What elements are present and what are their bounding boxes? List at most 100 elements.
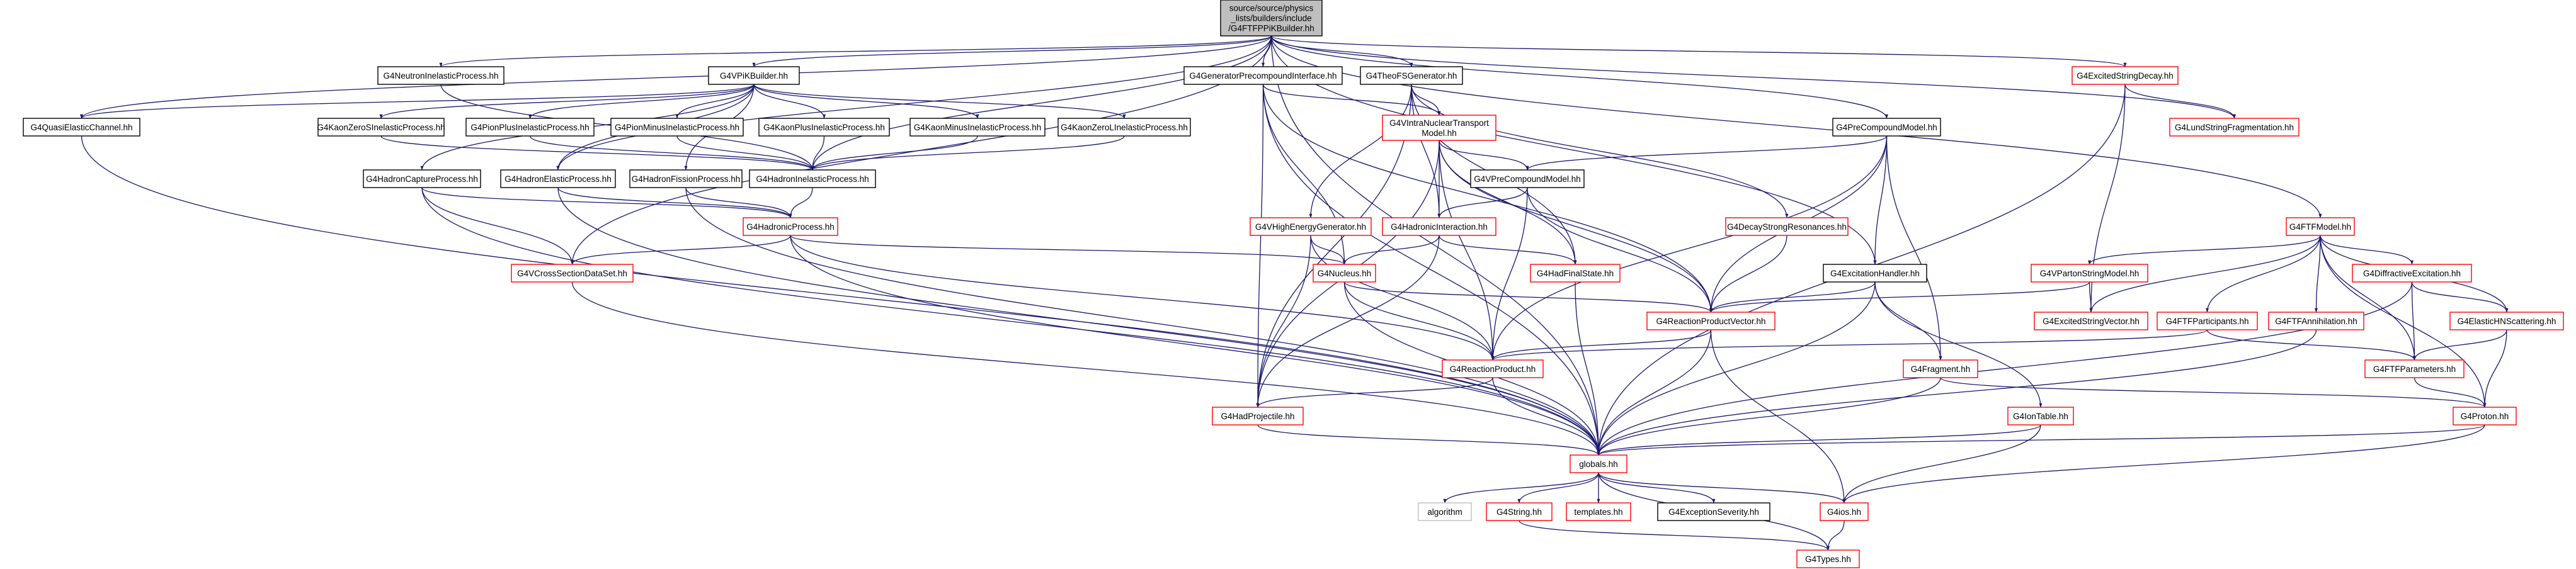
edge-proton-to-globals (1597, 424, 2485, 456)
edge-hadron_elastic-to-globals (557, 187, 1600, 456)
edge-globals-to-g4ios (1598, 472, 1846, 504)
node-nucleus[interactable]: G4Nucleus.hh (1313, 264, 1376, 283)
node-ftf-annihilation[interactable]: G4FTFAnnihilation.hh (2268, 312, 2364, 330)
node-box (2007, 407, 2074, 425)
node-hadron-inel[interactable]: G4HadronInelasticProcess.hh (749, 169, 876, 188)
node-label: G4FTFParticipants.hh (2165, 317, 2248, 326)
node-box (2364, 359, 2465, 378)
node-kaonzl-inel[interactable]: G4KaonZeroLInelasticProcess.hh (1057, 118, 1191, 137)
edge-ftf_model-to-ftf_annihilation (2315, 235, 2321, 313)
edge-root-to-vpik (752, 35, 1272, 67)
node-g4ios[interactable]: G4ios.hh (1820, 502, 1869, 521)
node-box (377, 66, 504, 85)
node-had-projectile[interactable]: G4HadProjectile.hh (1212, 407, 1304, 425)
node-box (1313, 264, 1376, 283)
node-g4string[interactable]: G4String.hh (1486, 502, 1553, 521)
edge-diffractive-to-elastic_hn (2411, 281, 2509, 313)
node-hadronic-process[interactable]: G4HadronicProcess.hh (743, 217, 838, 236)
node-box (743, 217, 838, 236)
node-label: G4KaonMinusInelasticProcess.hh (914, 123, 1042, 132)
edge-gen_precomp-to-reaction_product_vector (1262, 84, 1713, 313)
edge-vcross_section-to-globals (571, 281, 1600, 456)
node-quasi-elastic[interactable]: G4QuasiElasticChannel.hh (23, 118, 140, 137)
node-vparton-model[interactable]: G4VPartonStringModel.hh (2031, 264, 2148, 283)
edge-hadron_fission-to-globals (685, 187, 1600, 456)
node-templates[interactable]: templates.hh (1566, 502, 1631, 521)
node-excited-decay[interactable]: G4ExcitedStringDecay.hh (2072, 66, 2179, 85)
edge-vintra-to-reaction_product_vector (1439, 140, 1713, 313)
node-label: source/source/physics (1229, 4, 1314, 13)
node-excitation-handler[interactable]: G4ExcitationHandler.hh (1823, 264, 1927, 283)
node-diffractive[interactable]: G4DiffractiveExcitation.hh (2352, 264, 2472, 283)
node-box (708, 66, 800, 85)
node-box (1823, 264, 1927, 283)
node-vcross-section[interactable]: G4VCrossSectionDataSet.hh (511, 264, 634, 283)
edge-excitation_handler-to-reaction_product_vector (1709, 281, 1876, 313)
node-algorithm: algorithm (1418, 502, 1472, 521)
edge-kaonzs_inel-to-hadron_inel (380, 135, 814, 171)
node-kaonplus-inel[interactable]: G4KaonPlusInelasticProcess.hh (758, 118, 890, 137)
edge-vhigh_energy-to-reaction_product (1310, 235, 1495, 361)
edge-root-to-globals (1270, 35, 1600, 456)
node-ftf-model[interactable]: G4FTFModel.hh (2286, 217, 2355, 236)
node-kaonminus-inel[interactable]: G4KaonMinusInelasticProcess.hh (909, 118, 1046, 137)
node-elastic-hn[interactable]: G4ElasticHNScattering.hh (2449, 312, 2564, 330)
node-hadron-elastic[interactable]: G4HadronElasticProcess.hh (500, 169, 616, 188)
node-ftf-participants[interactable]: G4FTFParticipants.hh (2157, 312, 2258, 330)
node-vhigh-energy[interactable]: G4VHighEnergyGenerator.hh (1250, 217, 1372, 236)
edge-vpik-to-kaonzl_inel (753, 84, 1126, 119)
node-neutron-inel[interactable]: G4NeutronInelasticProcess.hh (377, 66, 504, 85)
node-theo-fs[interactable]: G4TheoFSGenerator.hh (1360, 66, 1463, 85)
node-pionplus-inel[interactable]: G4PionPlusInelasticProcess.hh (465, 118, 595, 137)
node-had-final-state[interactable]: G4HadFinalState.hh (1530, 264, 1621, 283)
node-reaction-product[interactable]: G4ReactionProduct.hh (1442, 359, 1544, 378)
node-root[interactable]: source/source/physics_lists/builders/inc… (1220, 0, 1323, 37)
node-g4types[interactable]: G4Types.hh (1796, 549, 1860, 568)
edge-ion_table-to-g4ios (1842, 424, 2041, 504)
edge-root-to-excited_decay (1270, 35, 2127, 67)
edge-theo_fs-to-had_projectile (1256, 84, 1412, 408)
node-label: G4HadProjectile.hh (1221, 412, 1294, 421)
node-gen-precomp[interactable]: G4GeneratorPrecompoundInterface.hh (1183, 66, 1343, 85)
node-reaction-product-vector[interactable]: G4ReactionProductVector.hh (1646, 312, 1775, 330)
edge-precomp_model-to-vprecomp_model (1525, 135, 1888, 171)
edge-hadronic_process-to-globals (790, 235, 1600, 456)
node-globals[interactable]: globals.hh (1570, 454, 1627, 473)
edge-ftf_participants-to-ftf_parameters (2206, 329, 2416, 361)
node-box (1442, 359, 1544, 378)
node-precomp-model[interactable]: G4PreCompoundModel.hh (1832, 118, 1941, 137)
node-hadron-capture[interactable]: G4HadronCaptureProcess.hh (363, 169, 481, 188)
node-vprecomp-model[interactable]: G4VPreCompoundModel.hh (1470, 169, 1585, 188)
edge-precomp_model-to-reaction_product (1491, 135, 1888, 361)
node-label: G4ExcitedStringDecay.hh (2077, 71, 2174, 81)
node-box (2453, 407, 2517, 425)
node-hadron-fission[interactable]: G4HadronFissionProcess.hh (629, 169, 743, 188)
edge-theo_fs-to-hadronic_interaction (1411, 84, 1441, 218)
edge-hadron_capture-to-hadronic_process (421, 187, 792, 218)
node-label: G4ReactionProduct.hh (1450, 364, 1536, 374)
node-label: G4FTFAnnihilation.hh (2275, 317, 2357, 326)
node-box (2352, 264, 2472, 283)
node-vpik[interactable]: G4VPiKBuilder.hh (708, 66, 800, 85)
node-exception-severity[interactable]: G4ExceptionSeverity.hh (1657, 502, 1770, 521)
edge-fragment-to-globals (1597, 377, 1941, 456)
edge-ftf_model-to-ftf_participants (2206, 235, 2321, 313)
node-pionminus-inel[interactable]: G4PionMinusInelasticProcess.hh (610, 118, 744, 137)
node-lund[interactable]: G4LundStringFragmentation.hh (2169, 118, 2300, 137)
edge-root-to-lund (1270, 35, 2236, 119)
node-hadronic-interaction[interactable]: G4HadronicInteraction.hh (1382, 217, 1496, 236)
node-fragment[interactable]: G4Fragment.hh (1903, 359, 1978, 378)
node-label: G4LundStringFragmentation.hh (2175, 123, 2294, 132)
node-label: G4Nucleus.hh (1318, 269, 1372, 278)
node-ftf-parameters[interactable]: G4FTFParameters.hh (2364, 359, 2465, 378)
node-decay-resonances[interactable]: G4DecayStrongResonances.hh (1725, 217, 1849, 236)
node-excited-string-vector[interactable]: G4ExcitedStringVector.hh (2034, 312, 2148, 330)
node-proton[interactable]: G4Proton.hh (2453, 407, 2517, 425)
node-kaonzs-inel[interactable]: G4KaonZeroSInelasticProcess.hh (317, 118, 445, 137)
node-label: G4HadronElasticProcess.hh (504, 174, 612, 184)
edge-ftf_annihilation-to-globals (1597, 329, 2317, 456)
edge-precomp_model-to-excitation_handler (1873, 135, 1888, 265)
node-ion-table[interactable]: G4IonTable.hh (2007, 407, 2074, 425)
edge-vprecomp_model-to-hadronic_interaction (1437, 187, 1528, 218)
